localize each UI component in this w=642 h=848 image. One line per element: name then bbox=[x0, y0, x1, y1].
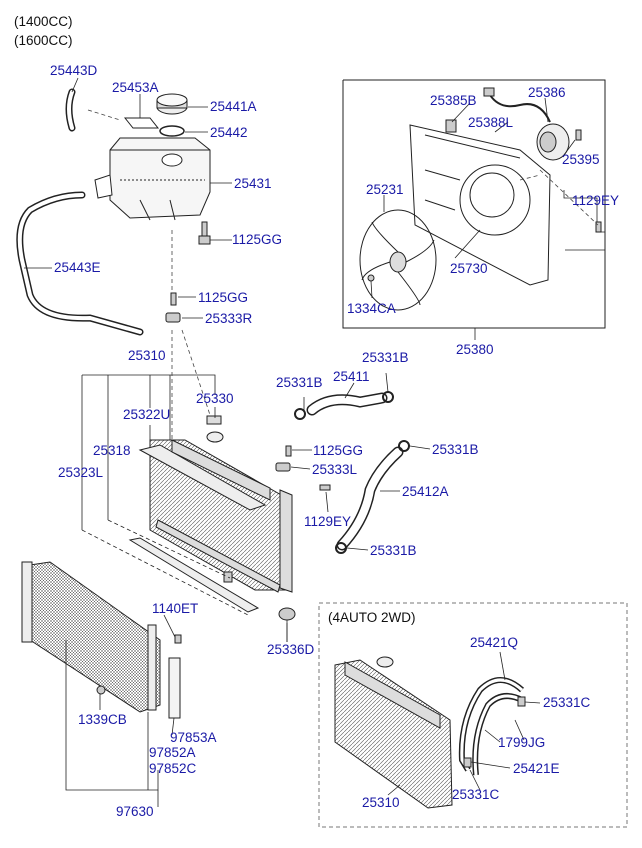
part-label[interactable]: 97630 bbox=[116, 804, 154, 819]
reservoir-tank bbox=[94, 137, 211, 221]
part-label[interactable]: 1140ET bbox=[152, 601, 199, 616]
part-label[interactable]: 1799JG bbox=[498, 735, 546, 750]
fan-section-box bbox=[342, 79, 606, 329]
part-label[interactable]: 25453A bbox=[112, 80, 159, 95]
part-label[interactable]: 1125GG bbox=[313, 443, 364, 458]
part-label[interactable]: 97852A bbox=[149, 745, 196, 760]
part-label[interactable]: 25331C bbox=[543, 695, 591, 710]
part-label[interactable]: 97853A bbox=[170, 730, 217, 745]
part-label[interactable]: 25412A bbox=[402, 484, 449, 499]
part-label[interactable]: 1334CA bbox=[347, 301, 396, 316]
part-label[interactable]: 1129EY bbox=[572, 193, 620, 208]
part-label[interactable]: 25231 bbox=[366, 182, 404, 197]
part-label[interactable]: 25323L bbox=[58, 465, 104, 480]
part-label[interactable]: 25386 bbox=[528, 85, 566, 100]
part-label[interactable]: 25318 bbox=[93, 443, 131, 458]
part-label[interactable]: 1339CB bbox=[78, 712, 127, 727]
main-radiator bbox=[138, 439, 293, 593]
part-label[interactable]: 25442 bbox=[210, 125, 248, 140]
fan-shroud bbox=[409, 124, 551, 286]
part-label[interactable]: 1125GG bbox=[232, 232, 283, 247]
cap bbox=[156, 93, 188, 115]
part-label[interactable]: 1129EY bbox=[304, 514, 352, 529]
part-label[interactable]: 25441A bbox=[210, 99, 257, 114]
part-label[interactable]: 25331C bbox=[452, 787, 500, 802]
part-label[interactable]: 25331B bbox=[370, 543, 417, 558]
variant-dashed-box bbox=[318, 602, 628, 828]
header-engine-1400: (1400CC) bbox=[14, 14, 73, 29]
part-label[interactable]: 25395 bbox=[562, 152, 600, 167]
part-label[interactable]: 25333L bbox=[312, 462, 358, 477]
part-label[interactable]: 25322U bbox=[123, 407, 171, 422]
part-label[interactable]: 25330 bbox=[196, 391, 234, 406]
part-label[interactable]: 25443E bbox=[54, 260, 101, 275]
variant-oil-cooler-line bbox=[458, 677, 525, 772]
tank-bolt bbox=[198, 221, 211, 245]
header-engine-1600: (1600CC) bbox=[14, 33, 73, 48]
motor-wire bbox=[489, 94, 551, 123]
part-label[interactable]: 25310 bbox=[128, 348, 166, 363]
part-label[interactable]: 25443D bbox=[50, 63, 98, 78]
label-plate bbox=[123, 117, 160, 129]
part-label[interactable]: 25310 bbox=[362, 795, 400, 810]
part-label[interactable]: 25730 bbox=[450, 261, 488, 276]
part-label[interactable]: 25336D bbox=[267, 642, 315, 657]
variant-label: (4AUTO 2WD) bbox=[328, 610, 416, 625]
part-label[interactable]: 25388L bbox=[468, 115, 514, 130]
seal-strip bbox=[128, 537, 260, 613]
part-label[interactable]: 25380 bbox=[456, 342, 494, 357]
part-label[interactable]: 25331B bbox=[276, 375, 323, 390]
fan-blade bbox=[359, 209, 437, 311]
part-label[interactable]: 1125GG bbox=[198, 290, 249, 305]
part-label[interactable]: 25385B bbox=[430, 93, 477, 108]
part-label[interactable]: 25333R bbox=[205, 311, 253, 326]
part-label[interactable]: 25421Q bbox=[470, 635, 519, 650]
part-label[interactable]: 25411 bbox=[333, 369, 370, 384]
part-label[interactable]: 25331B bbox=[432, 442, 479, 457]
variant-radiator bbox=[334, 656, 453, 809]
part-label[interactable]: 25331B bbox=[362, 350, 409, 365]
part-label[interactable]: 25431 bbox=[234, 176, 272, 191]
gasket-ring bbox=[159, 125, 185, 137]
leader-lines bbox=[24, 77, 606, 807]
part-label[interactable]: 97852C bbox=[149, 761, 197, 776]
fan-motor bbox=[536, 123, 570, 161]
condenser bbox=[21, 561, 161, 713]
part-label[interactable]: 25421E bbox=[513, 761, 560, 776]
